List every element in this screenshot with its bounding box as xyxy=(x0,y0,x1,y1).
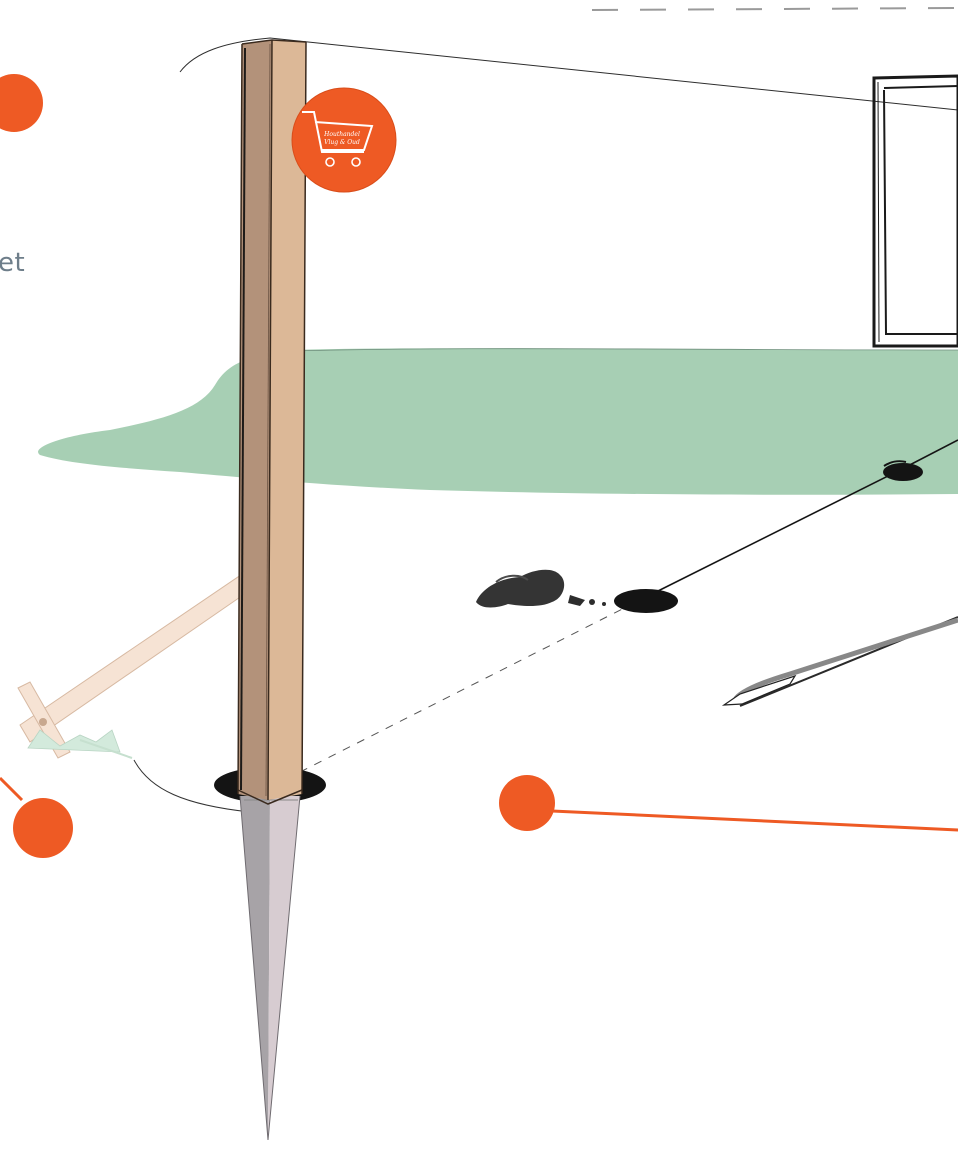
brand-badge: Houthandel Vlug & Oud xyxy=(291,87,397,193)
top-curve-line xyxy=(179,37,958,111)
callout-dot-bottom-middle xyxy=(499,775,555,831)
badge-text-line2: Vlug & Oud xyxy=(324,139,360,146)
measuring-rod xyxy=(721,616,958,707)
callout-dot-top-left xyxy=(0,74,43,132)
dug-earth-stones xyxy=(476,569,606,608)
far-hole xyxy=(883,463,923,481)
badge-text-line1: Houthandel xyxy=(323,131,360,138)
callout-dot-bottom-left xyxy=(13,798,73,858)
metal-spike xyxy=(239,795,301,1141)
callouts xyxy=(0,74,958,858)
string-line-dashed xyxy=(299,594,651,773)
diagonal-brace xyxy=(17,561,263,759)
wooden-post xyxy=(237,39,307,805)
top-dashed-line xyxy=(591,7,958,11)
grass-strip xyxy=(38,348,958,495)
cropped-label-text: et xyxy=(0,248,26,278)
window-frame xyxy=(872,74,958,348)
middle-hole xyxy=(614,589,678,613)
